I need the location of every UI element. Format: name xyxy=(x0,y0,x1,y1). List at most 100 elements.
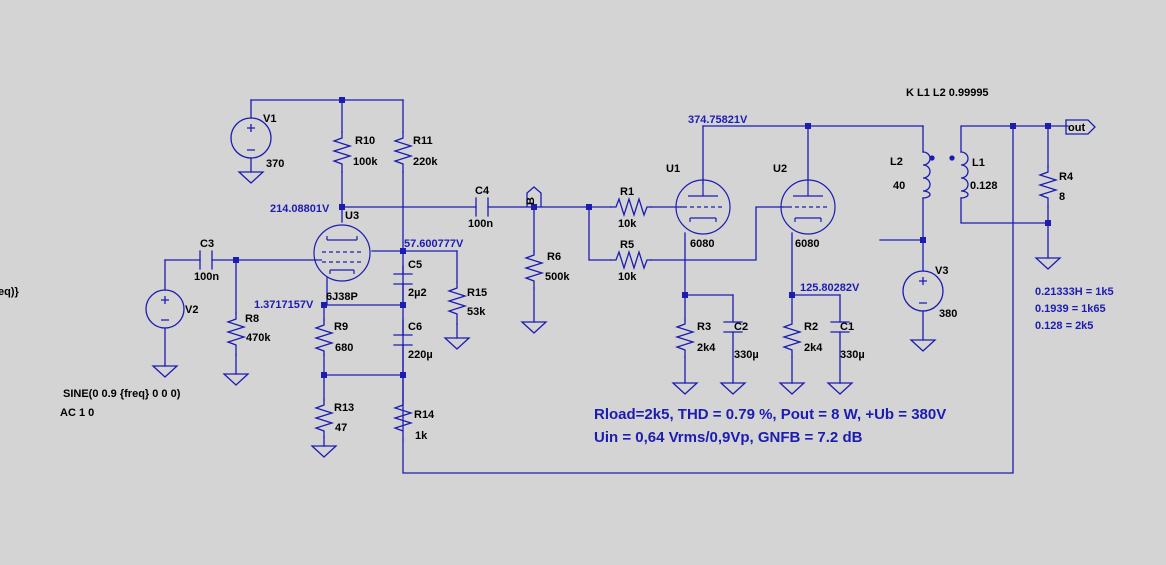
r11-value: 220k xyxy=(413,156,438,168)
c6-value: 220µ xyxy=(408,349,433,361)
sine-directive[interactable]: SINE(0 0.9 {freq} 0 0 0) xyxy=(63,388,181,400)
resistor-r13[interactable] xyxy=(313,399,335,438)
resistor-r6[interactable] xyxy=(523,251,545,289)
resistor-r14[interactable] xyxy=(392,399,414,441)
v3-name: V3 xyxy=(935,265,948,277)
r14-value: 1k xyxy=(415,430,428,442)
r8-name: R8 xyxy=(245,313,259,325)
r13-name: R13 xyxy=(334,402,354,414)
capacitor-c4[interactable] xyxy=(475,197,489,217)
voltage-b-plus: 374.75821V xyxy=(688,114,748,126)
r13-value: 47 xyxy=(335,422,347,434)
r3-name: R3 xyxy=(697,321,711,333)
c1-value: 330µ xyxy=(840,349,865,361)
tube-u1[interactable] xyxy=(675,179,731,235)
l1-name: L1 xyxy=(972,157,985,169)
u2-value: 6080 xyxy=(795,238,819,250)
summary-line-2: Uin = 0,64 Vrms/0,9Vp, GNFB = 7.2 dB xyxy=(594,429,863,446)
l1-value: 0.128 xyxy=(970,180,998,192)
r10-value: 100k xyxy=(353,156,378,168)
r2-value: 2k4 xyxy=(804,342,823,354)
summary-line-1: Rload=2k5, THD = 0.79 %, Pout = 8 W, +Ub… xyxy=(594,406,946,423)
voltage-u3-screen: 57.600777V xyxy=(404,238,464,250)
voltage-source-v2[interactable] xyxy=(145,289,185,378)
component-labels: V1 370 V2 V3 380 R10 100k R11 220k R8 47… xyxy=(185,113,1074,442)
resistor-r11[interactable] xyxy=(392,131,414,173)
c1-name: C1 xyxy=(840,321,854,333)
freq-fragment: eq)} xyxy=(0,286,20,298)
voltage-u3-plate: 214.08801V xyxy=(270,203,330,215)
resistor-r9[interactable] xyxy=(313,319,335,356)
u1-value: 6080 xyxy=(690,238,714,250)
wires xyxy=(164,99,1069,474)
v1-name: V1 xyxy=(263,113,276,125)
resistor-r8[interactable] xyxy=(225,312,247,356)
note-line-1: 0.21333H = 1k5 xyxy=(1035,286,1114,298)
r2-name: R2 xyxy=(804,321,818,333)
inductor-l2[interactable] xyxy=(922,151,931,199)
voltage-u3-cathode: 1.3717157V xyxy=(254,299,314,311)
r9-name: R9 xyxy=(334,321,348,333)
resistor-r15[interactable] xyxy=(446,281,468,325)
r10-name: R10 xyxy=(355,135,375,147)
r4-name: R4 xyxy=(1059,171,1074,183)
r11-name: R11 xyxy=(413,135,433,147)
r8-value: 470k xyxy=(246,332,271,344)
r14-name: R14 xyxy=(414,409,435,421)
tube-u2[interactable] xyxy=(780,179,836,235)
r5-name: R5 xyxy=(620,239,634,251)
voltage-source-v3[interactable] xyxy=(902,270,944,352)
r15-name: R15 xyxy=(467,287,487,299)
junction-dots xyxy=(233,97,1051,378)
r3-value: 2k4 xyxy=(697,342,716,354)
net-flag-b-label: B xyxy=(525,197,537,205)
resistor-r10[interactable] xyxy=(331,131,353,173)
u3-name: U3 xyxy=(345,210,359,222)
ac-directive[interactable]: AC 1 0 xyxy=(60,407,94,419)
node-voltage-labels: 214.08801V 57.600777V 1.3717157V 374.758… xyxy=(254,114,860,311)
c3-value: 100n xyxy=(194,271,219,283)
c4-value: 100n xyxy=(468,218,493,230)
net-flag-b[interactable]: B xyxy=(525,186,542,207)
voltage-u2-cathode: 125.80282V xyxy=(800,282,860,294)
r4-value: 8 xyxy=(1059,191,1065,203)
r1-value: 10k xyxy=(618,218,637,230)
c2-name: C2 xyxy=(734,321,748,333)
l2-value: 40 xyxy=(893,180,905,192)
v2-name: V2 xyxy=(185,304,198,316)
capacitor-c2[interactable] xyxy=(723,321,743,333)
resistor-r5[interactable] xyxy=(610,249,652,271)
r9-value: 680 xyxy=(335,342,353,354)
u3-value: 6J38P xyxy=(326,291,358,303)
l2-name: L2 xyxy=(890,156,903,168)
resistor-r2[interactable] xyxy=(781,319,803,358)
note-line-3: 0.128 = 2k5 xyxy=(1035,320,1093,332)
inductance-notes: 0.21333H = 1k5 0.1939 = 1k65 0.128 = 2k5 xyxy=(1035,286,1114,332)
r15-value: 53k xyxy=(467,306,486,318)
capacitor-c6[interactable] xyxy=(393,334,413,346)
r6-value: 500k xyxy=(545,271,570,283)
c5-name: C5 xyxy=(408,259,422,271)
voltage-source-v1[interactable] xyxy=(230,117,272,184)
resistor-r3[interactable] xyxy=(674,319,696,358)
c6-name: C6 xyxy=(408,321,422,333)
c3-name: C3 xyxy=(200,238,214,250)
net-flag-out-label: out xyxy=(1068,122,1085,134)
capacitor-c1[interactable] xyxy=(830,321,850,333)
u1-name: U1 xyxy=(666,163,680,175)
u2-name: U2 xyxy=(773,163,787,175)
resistor-r1[interactable] xyxy=(610,196,652,218)
capacitor-c3[interactable] xyxy=(199,250,213,270)
r5-value: 10k xyxy=(618,271,637,283)
inductor-l1[interactable] xyxy=(929,151,969,199)
tube-u3[interactable] xyxy=(313,224,371,282)
capacitor-c5[interactable] xyxy=(393,273,413,285)
note-line-2: 0.1939 = 1k65 xyxy=(1035,303,1106,315)
results-summary: Rload=2k5, THD = 0.79 %, Pout = 8 W, +Ub… xyxy=(594,406,946,446)
r6-name: R6 xyxy=(547,251,561,263)
spice-directives[interactable]: K L1 L2 0.99995 eq)} SINE(0 0.9 {freq} 0… xyxy=(0,87,989,419)
resistor-r4[interactable] xyxy=(1037,166,1059,208)
net-flag-out[interactable]: out xyxy=(1065,119,1096,135)
coupling-directive[interactable]: K L1 L2 0.99995 xyxy=(906,87,989,99)
